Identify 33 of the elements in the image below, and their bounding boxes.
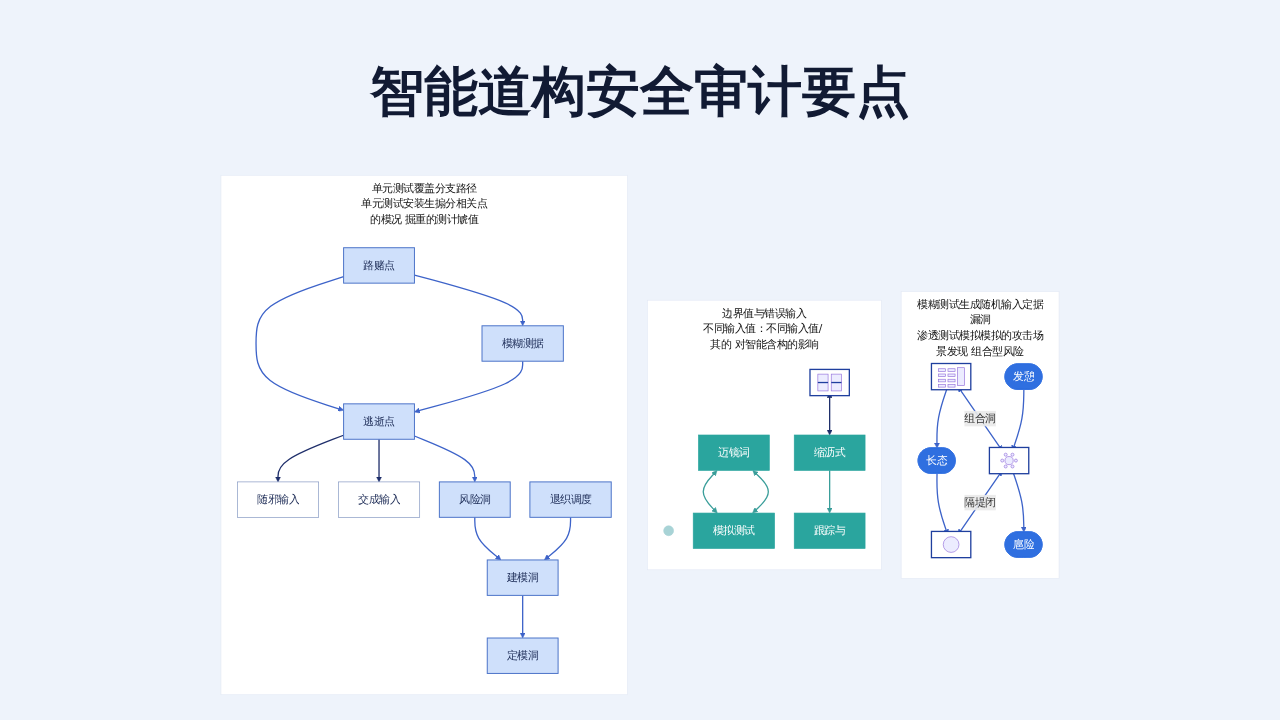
edge-label: 组合洞	[964, 412, 996, 425]
node-box: 跟踪与	[793, 512, 866, 549]
node-circle	[663, 525, 674, 537]
node-box: 模拟测试	[692, 512, 775, 549]
node-picture	[988, 446, 1030, 475]
node-box: 随邪输入	[237, 481, 319, 518]
arrow	[752, 470, 769, 514]
node-box: 退织调度	[529, 481, 612, 518]
node-box: 风险洞	[438, 481, 511, 518]
arrow	[414, 360, 524, 414]
node-box: 模糊测据	[481, 325, 564, 362]
arrow	[255, 276, 345, 412]
node-box: 缩沥式	[793, 434, 866, 471]
arrow	[826, 469, 833, 514]
node-box: 定模洞	[486, 637, 559, 674]
node-picture	[809, 368, 850, 397]
arrow	[519, 594, 526, 639]
title: 智能道构安全审计要点	[369, 59, 911, 125]
arrow	[275, 434, 345, 483]
node-box: 路赌点	[343, 247, 415, 284]
node-box: 逃逝点	[343, 403, 415, 440]
arrow	[413, 435, 478, 483]
arrow	[702, 470, 718, 514]
node-box: 建模洞	[486, 559, 559, 596]
node-picture	[930, 530, 972, 559]
arrow	[474, 516, 502, 561]
edge-label: 隔堤闭	[964, 496, 996, 509]
arrow	[413, 274, 526, 327]
node-box: 迈镜词	[698, 434, 770, 471]
arrow	[376, 438, 382, 483]
node-box: 交成输入	[338, 481, 420, 518]
arrow	[934, 385, 949, 449]
arrow	[544, 516, 572, 561]
